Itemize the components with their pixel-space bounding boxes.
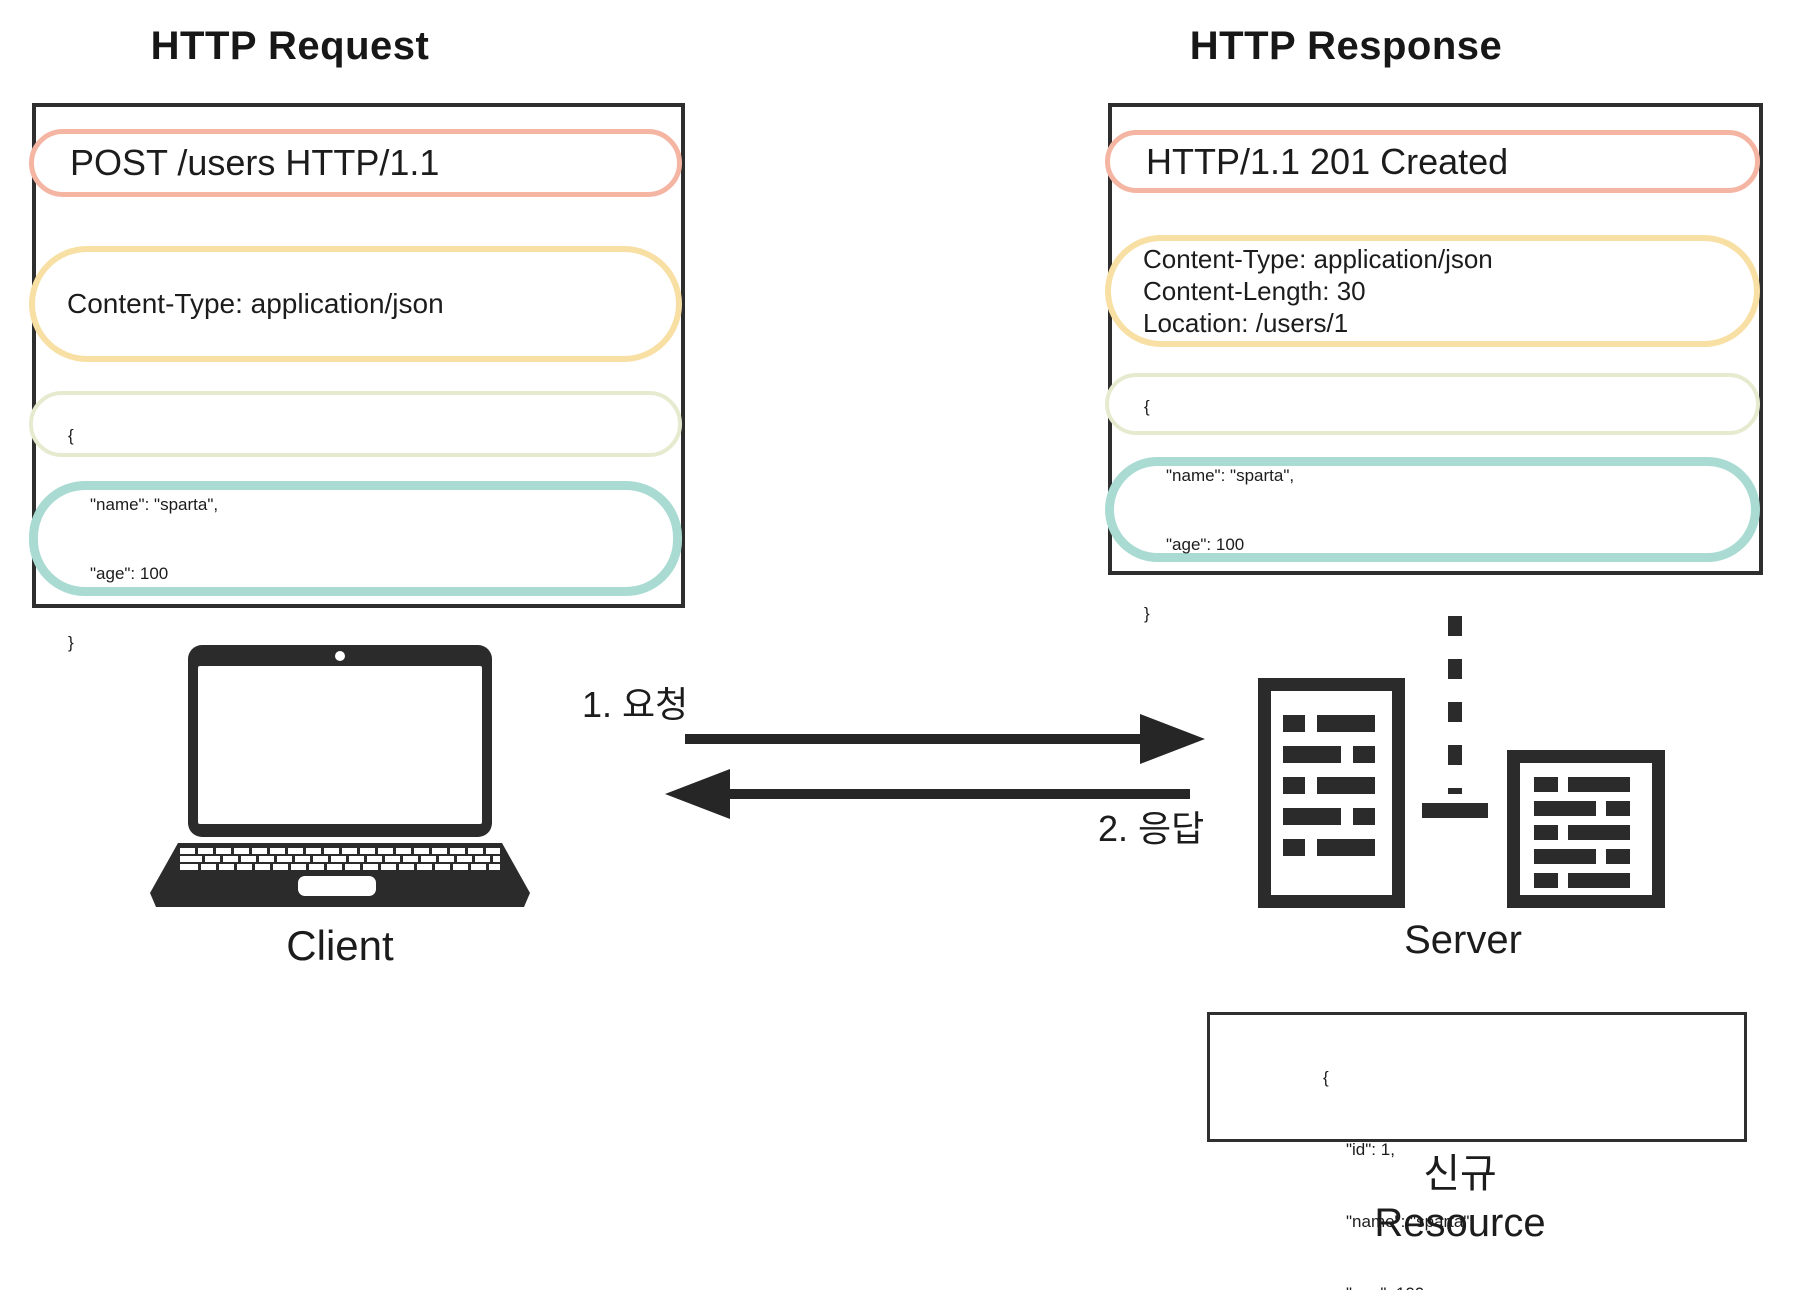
response-status-line: HTTP/1.1 201 Created [1146, 140, 1509, 182]
dashed-connector-foot [1422, 803, 1488, 818]
request-flow-label: 1. 요청 [582, 684, 689, 725]
response-header-lines: Content-Type: application/json Content-L… [1143, 244, 1493, 338]
response-headers-pill: Content-Type: application/json Content-L… [1105, 235, 1760, 347]
http-response-box: HTTP/1.1 201 Created Content-Type: appli… [1105, 103, 1763, 623]
laptop-screen [198, 666, 482, 824]
response-arrow-icon [728, 789, 1190, 799]
request-body-pill: { "name": "sparta", "age": 100 } [29, 426, 682, 652]
server-rack-icon [1258, 678, 1405, 908]
resource-json: { "id": 1, "name": "sparta", "age": 100 … [1323, 1068, 1475, 1290]
request-start-line: POST /users HTTP/1.1 [70, 142, 440, 183]
keyboard-keys-row [180, 856, 500, 862]
response-flow-label: 2. 응답 [1098, 808, 1205, 849]
request-headers-pill: Content-Type: application/json [29, 246, 682, 362]
database-rack-icon [1507, 750, 1665, 908]
laptop-keyboard-base [150, 843, 530, 907]
response-status-line-pill: HTTP/1.1 201 Created [1105, 130, 1760, 193]
client-label: Client [286, 922, 394, 969]
new-resource-box: { "id": 1, "name": "sparta", "age": 100 … [1207, 1012, 1747, 1290]
resource-label-line1: 신규 [1423, 1152, 1497, 1196]
request-start-line-pill: POST /users HTTP/1.1 [29, 129, 682, 197]
response-blank-line-pill [1105, 373, 1760, 435]
resource-label-line2: Resource [1374, 1201, 1546, 1245]
response-title: HTTP Response [1189, 24, 1503, 68]
response-body-pill: { "name": "sparta", "age": 100 } [1105, 397, 1760, 623]
response-arrowhead-icon [665, 769, 730, 819]
laptop-lid [188, 645, 492, 837]
request-title: HTTP Request [150, 24, 430, 68]
request-header-line: Content-Type: application/json [67, 288, 444, 319]
laptop-trackpad [298, 876, 376, 896]
server-label: Server [1404, 918, 1522, 962]
laptop-camera-dot [335, 651, 345, 661]
response-body-json: { "name": "sparta", "age": 100 } [1144, 396, 1295, 623]
resource-label: 신규 Resource [1300, 1150, 1620, 1248]
keyboard-keys-row [180, 864, 500, 870]
request-body-json: { "name": "sparta", "age": 100 } [68, 425, 219, 652]
http-request-box: POST /users HTTP/1.1 Content-Type: appli… [29, 103, 685, 652]
keyboard-keys-row [180, 848, 500, 854]
dashed-connector-line [1448, 616, 1462, 794]
request-arrow-icon [685, 734, 1143, 744]
request-blank-line-pill [29, 391, 682, 457]
request-arrowhead-icon [1140, 714, 1205, 764]
